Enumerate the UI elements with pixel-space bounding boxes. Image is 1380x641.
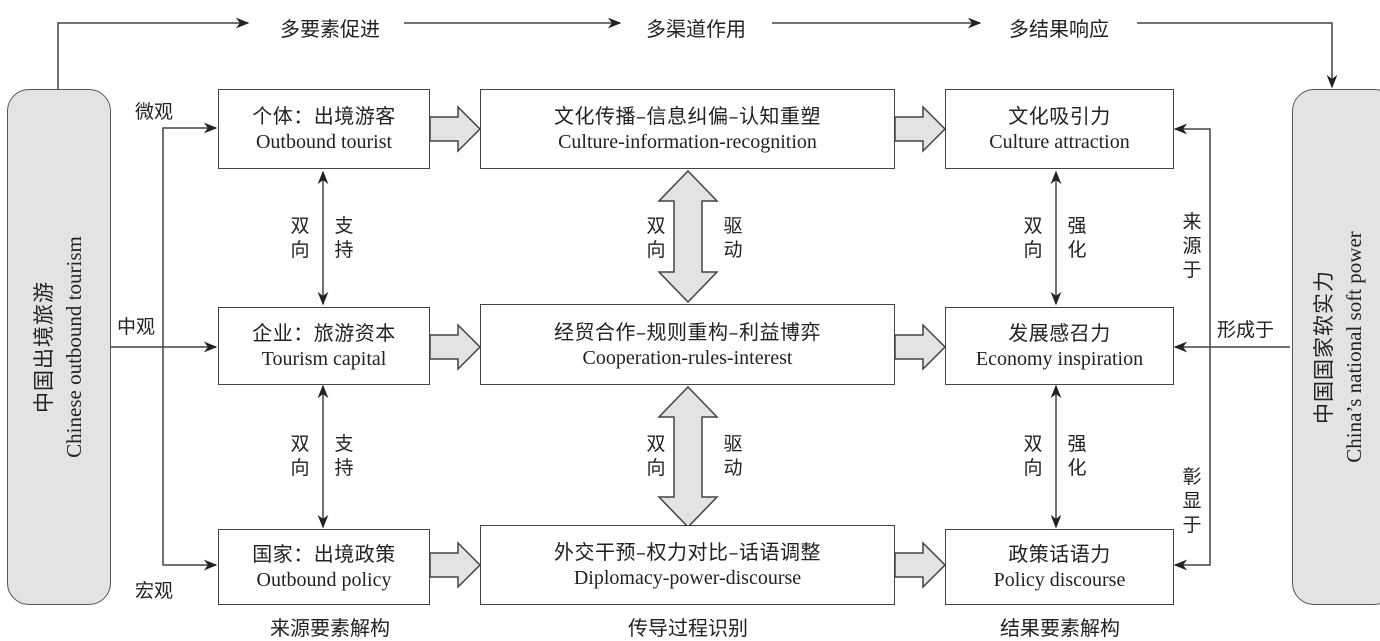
block-arrow-process-result-1 bbox=[894, 105, 947, 153]
top-flow-line-4 bbox=[1137, 22, 1338, 89]
right-entity-box: 中国国家软实力 China’s national soft power bbox=[1292, 89, 1380, 605]
level-label-macro: 宏观 bbox=[135, 580, 174, 602]
top-stage-label-3: 多结果响应 bbox=[1009, 17, 1109, 41]
result-box-policy: 政策话语力 Policy discourse bbox=[945, 529, 1174, 605]
right-entity-en: China’s national soft power bbox=[1342, 231, 1366, 463]
caption-source: 来源要素解构 bbox=[270, 616, 390, 640]
source-box-en: Outbound policy bbox=[256, 569, 392, 591]
feedback-line-bottom bbox=[1173, 347, 1211, 571]
left-entity-en: Chinese outbound tourism bbox=[62, 236, 86, 458]
source-box-en: Tourism capital bbox=[261, 348, 387, 370]
right-entity-zh: 中国国家软实力 bbox=[1312, 270, 1336, 425]
process-conn-left-label-2: 双向 bbox=[646, 433, 666, 479]
micro-line bbox=[162, 122, 218, 347]
block-bi-arrow-process-1 bbox=[657, 169, 719, 304]
source-box-state: 国家：出境政策 Outbound policy bbox=[218, 529, 430, 605]
source-box-zh: 个体：出境游客 bbox=[252, 104, 396, 128]
top-stage-label-1: 多要素促进 bbox=[280, 17, 380, 41]
result-box-zh: 政策话语力 bbox=[1008, 542, 1111, 566]
level-label-micro: 微观 bbox=[135, 101, 174, 123]
process-box-en: Cooperation-rules-interest bbox=[582, 346, 793, 369]
source-conn-right-label-2: 支持 bbox=[334, 433, 354, 479]
result-box-en: Policy discourse bbox=[993, 569, 1126, 591]
feedback-label-formed-in: 形成于 bbox=[1217, 319, 1275, 341]
left-entity-zh: 中国出境旅游 bbox=[32, 281, 56, 414]
process-box-en: Culture-information-recognition bbox=[558, 131, 817, 153]
left-entity-box: 中国出境旅游 Chinese outbound tourism bbox=[7, 89, 111, 605]
source-box-zh: 国家：出境政策 bbox=[252, 542, 396, 566]
block-bi-arrow-process-2 bbox=[657, 385, 719, 529]
source-conn-right-label-1: 支持 bbox=[334, 215, 354, 261]
process-box-zh: 外交干预–权力对比–话语调整 bbox=[554, 540, 821, 564]
source-box-individual: 个体：出境游客 Outbound tourist bbox=[218, 89, 430, 169]
process-box-zh: 文化传播–信息纠偏–认知重塑 bbox=[554, 104, 821, 128]
result-box-en: Economy inspiration bbox=[975, 348, 1144, 370]
process-conn-left-label-1: 双向 bbox=[646, 215, 666, 261]
block-arrow-source-process-1 bbox=[429, 105, 482, 153]
process-conn-right-label-1: 驱动 bbox=[723, 215, 743, 261]
block-arrow-process-result-2 bbox=[894, 323, 947, 371]
macro-line bbox=[162, 347, 218, 571]
result-conn-left-label-2: 双向 bbox=[1023, 433, 1043, 479]
result-box-zh: 文化吸引力 bbox=[1008, 104, 1111, 128]
result-box-zh: 发展感召力 bbox=[1008, 321, 1111, 345]
process-box-en: Diplomacy-power-discourse bbox=[573, 567, 802, 589]
block-arrow-source-process-3 bbox=[429, 541, 482, 589]
source-box-en: Outbound tourist bbox=[255, 131, 393, 153]
caption-result: 结果要素解构 bbox=[1000, 616, 1120, 640]
result-box-economy: 发展感召力 Economy inspiration bbox=[945, 307, 1174, 385]
source-box-zh: 企业：旅游资本 bbox=[252, 321, 396, 345]
top-stage-label-2: 多渠道作用 bbox=[646, 17, 746, 41]
source-conn-left-label-1: 双向 bbox=[290, 215, 310, 261]
result-box-en: Culture attraction bbox=[989, 131, 1130, 153]
result-box-culture: 文化吸引力 Culture attraction bbox=[945, 89, 1174, 169]
feedback-label-derived-from: 来源于 bbox=[1182, 211, 1202, 281]
level-label-meso: 中观 bbox=[117, 316, 156, 338]
process-box-economy: 经贸合作–规则重构–利益博弈 Cooperation-rules-interes… bbox=[480, 304, 895, 385]
feedback-label-manifested-in: 彰显于 bbox=[1182, 466, 1202, 536]
process-conn-right-label-2: 驱动 bbox=[723, 433, 743, 479]
block-arrow-process-result-3 bbox=[894, 541, 947, 589]
top-flow-line-1 bbox=[57, 17, 250, 89]
result-conn-right-label-1: 强化 bbox=[1067, 215, 1087, 261]
process-box-zh: 经贸合作–规则重构–利益博弈 bbox=[554, 319, 821, 344]
process-box-diplomacy: 外交干预–权力对比–话语调整 Diplomacy-power-discourse bbox=[480, 525, 895, 605]
block-arrow-source-process-2 bbox=[429, 323, 482, 371]
source-box-enterprise: 企业：旅游资本 Tourism capital bbox=[218, 307, 430, 385]
result-conn-right-label-2: 强化 bbox=[1067, 433, 1087, 479]
source-conn-left-label-2: 双向 bbox=[290, 433, 310, 479]
feedback-line-top bbox=[1173, 123, 1211, 347]
caption-process: 传导过程识别 bbox=[628, 616, 748, 640]
result-conn-left-label-1: 双向 bbox=[1023, 215, 1043, 261]
process-box-culture: 文化传播–信息纠偏–认知重塑 Culture-information-recog… bbox=[480, 89, 895, 169]
